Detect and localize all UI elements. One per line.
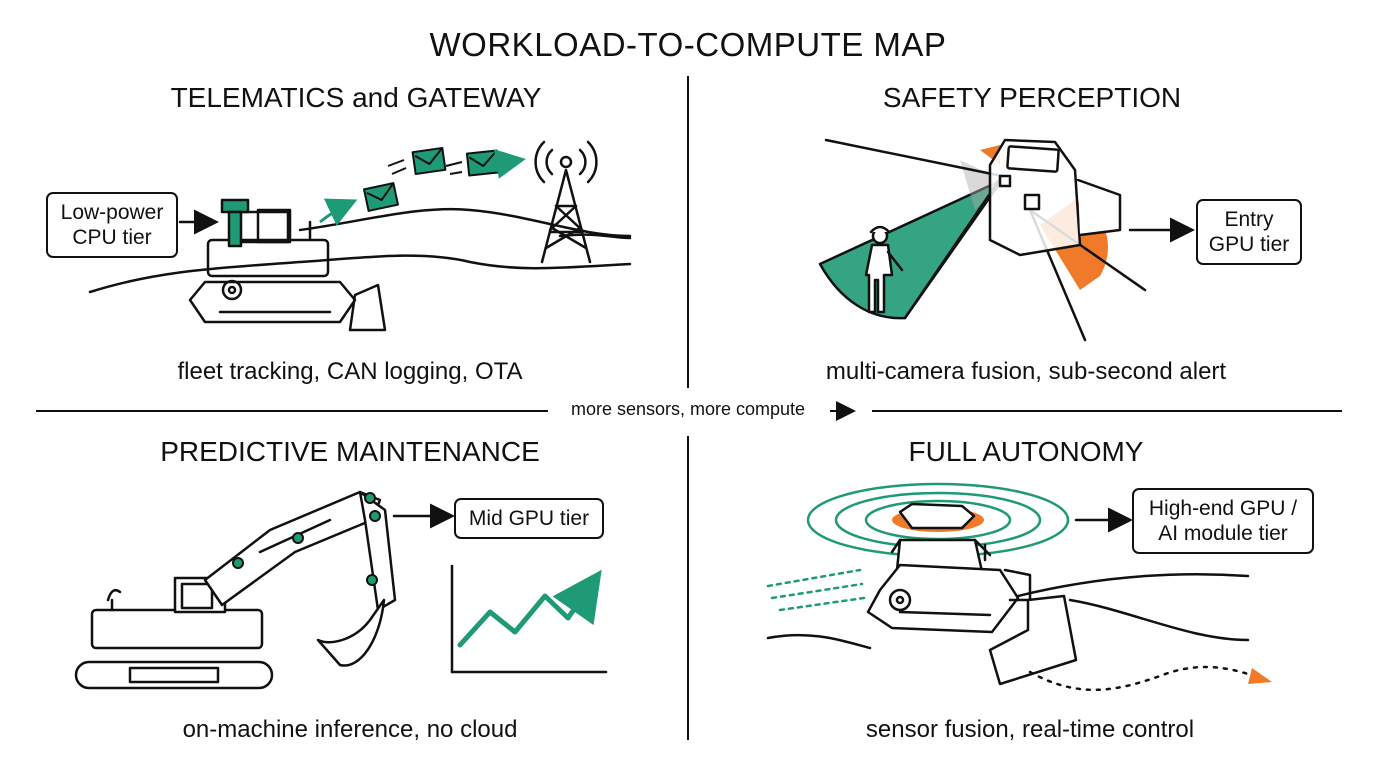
telematics-tier-line2: CPU tier [72, 226, 152, 249]
worker-icon [864, 225, 904, 314]
telematics-tier-box: Low-power CPU tier [46, 192, 178, 258]
machine-cabin-icon [988, 138, 1122, 257]
autonomy-tier-line2: AI module tier [1158, 522, 1288, 545]
safety-tier-line1: Entry [1224, 208, 1274, 231]
predictive-illustration [74, 490, 608, 690]
autonomy-tier-box: High-end GPU / AI module tier [1132, 488, 1314, 554]
autonomy-title: FULL AUTONOMY [908, 436, 1144, 467]
safety-illustration [818, 138, 1195, 342]
page-title: WORKLOAD-TO-COMPUTE MAP [429, 26, 947, 63]
bulldozer-icon [188, 208, 387, 332]
safety-tier-line2: GPU tier [1208, 233, 1290, 256]
predictive-tier-box: Mid GPU tier [454, 498, 604, 539]
sensor-dots [232, 492, 381, 586]
safety-title: SAFETY PERCEPTION [882, 82, 1182, 113]
telematics-caption: fleet tracking, CAN logging, OTA [177, 358, 523, 385]
telematics-illustration [88, 140, 632, 332]
safety-tier-box: Entry GPU tier [1196, 199, 1302, 265]
data-envelopes [319, 147, 526, 226]
cell-tower-icon [534, 140, 598, 264]
axis-label: more sensors, more compute [548, 399, 828, 420]
predictive-caption: on-machine inference, no cloud [182, 716, 518, 743]
safety-caption: multi-camera fusion, sub-second alert [825, 358, 1227, 385]
predictive-title: PREDICTIVE MAINTENANCE [160, 436, 540, 467]
autonomy-tier-line1: High-end GPU / [1148, 497, 1298, 520]
predictive-tier-line1: Mid GPU tier [468, 507, 590, 530]
telematics-tier-line1: Low-power [60, 201, 164, 224]
autonomy-caption: sensor fusion, real-time control [865, 716, 1195, 743]
trend-chart-icon [450, 564, 608, 674]
excavator-icon [74, 490, 397, 690]
telematics-title: TELEMATICS and GATEWAY [170, 82, 542, 113]
autonomy-illustration [766, 482, 1272, 691]
autonomous-bulldozer-icon [866, 538, 1078, 686]
